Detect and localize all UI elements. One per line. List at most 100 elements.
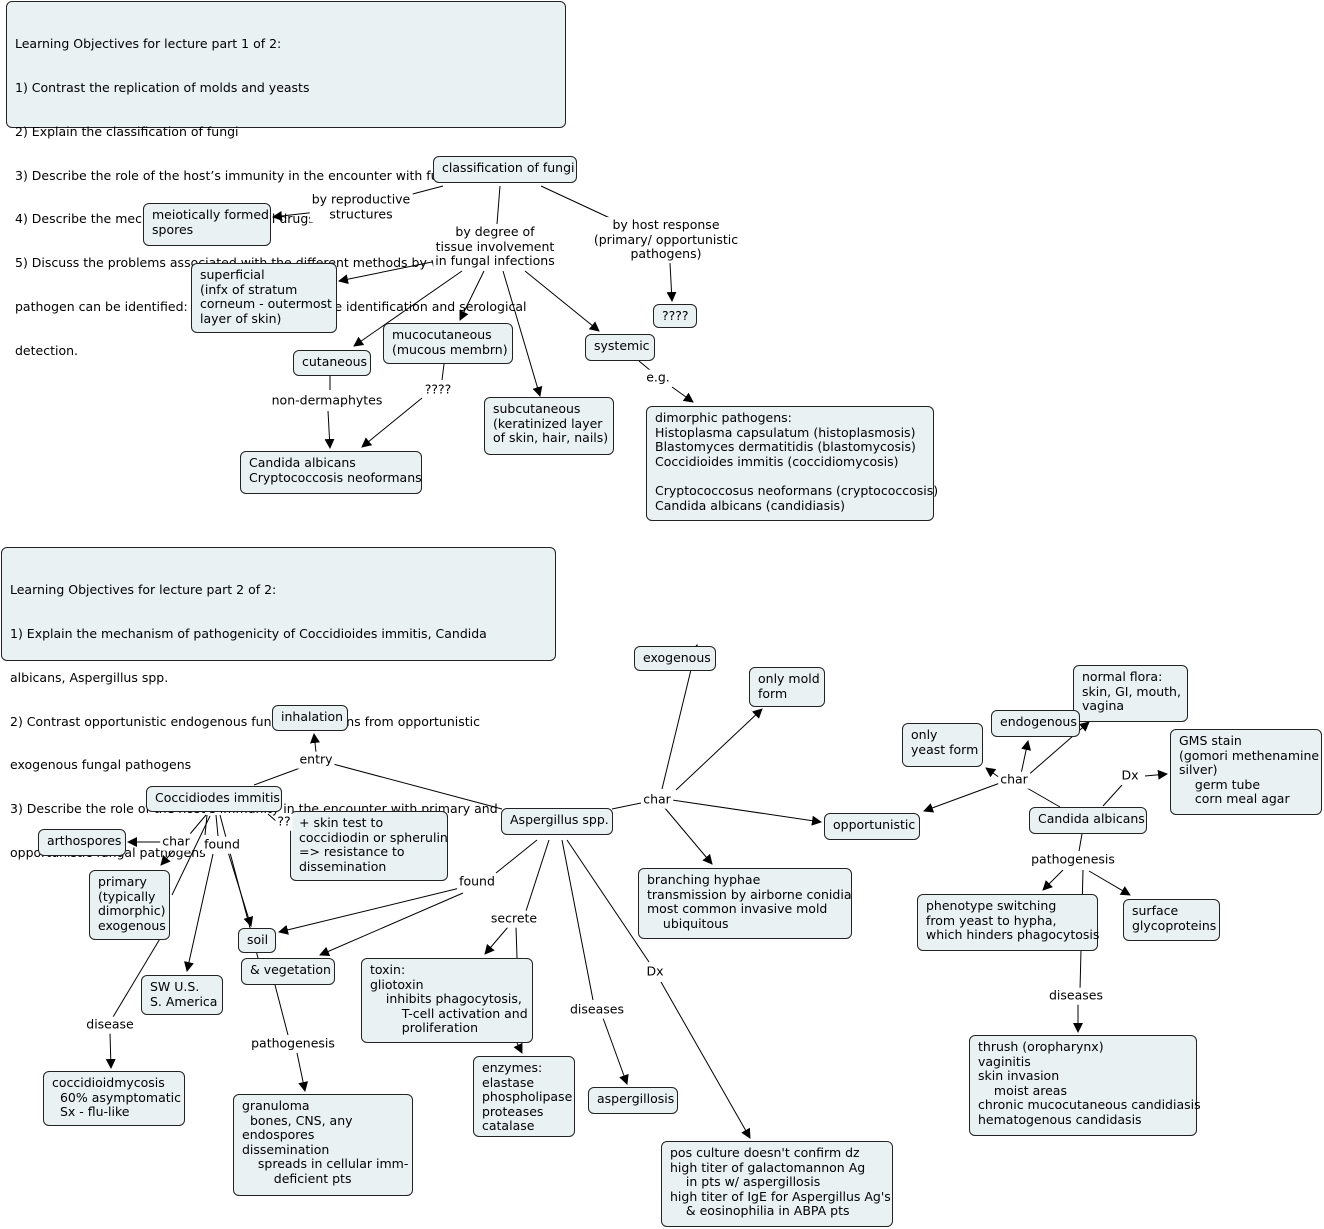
concept-skin-test[interactable]: + skin test to coccidiodin or spherulin … [290, 811, 448, 881]
link-arrow [310, 733, 320, 753]
concept-thrush-and-candidiasis[interactable]: thrush (oropharynx) vaginitis skin invas… [969, 1035, 1201, 1136]
link-line [561, 839, 594, 1001]
link-arrow [296, 1052, 309, 1092]
link-arrow [675, 708, 763, 791]
concept-meiotically-formed-spores[interactable]: meiotically formed spores [143, 203, 271, 246]
link-arrow [524, 270, 600, 332]
link-label-by-reproductive-structures[interactable]: by reproductive structures [309, 191, 413, 223]
concept-aspergillosis[interactable]: aspergillosis [588, 1087, 678, 1114]
concept-phenotype-switching[interactable]: phenotype switching from yeast to hypha,… [917, 894, 1099, 951]
link-line [1078, 833, 1083, 852]
link-label-found-coccidiodes[interactable]: found [202, 836, 242, 854]
objectives-1-line: 5) Discuss the problems associated with … [15, 255, 522, 271]
link-label-char-candida[interactable]: char [998, 771, 1030, 789]
concept-dimorphic-pathogens[interactable]: dimorphic pathogens: Histoplasma capsula… [646, 406, 938, 521]
link-label-eg[interactable]: e.g. [644, 369, 672, 387]
concept-exogenous[interactable]: exogenous [634, 646, 716, 671]
concept-normal-flora[interactable]: normal flora: skin, GI, mouth, vagina [1073, 665, 1188, 722]
objectives-1-title: Learning Objectives for lecture part 1 o… [15, 36, 282, 52]
concept-opportunistic[interactable]: opportunistic [824, 813, 920, 840]
link-label-by-degree-of-tissue-involvement[interactable]: by degree of tissue involvement in funga… [433, 224, 557, 270]
concept-endogenous[interactable]: endogenous [991, 710, 1080, 737]
link-line [171, 815, 211, 896]
link-label-diseases-aspergillus[interactable]: diseases [568, 1001, 626, 1019]
objectives-2-line: albicans, Aspergillus spp. [10, 669, 169, 685]
link-label-by-host-response[interactable]: by host response (primary/ opportunistic… [591, 217, 741, 263]
link-label-entry[interactable]: entry [297, 751, 335, 769]
link-label-non-dermaphytes[interactable]: non-dermaphytes [269, 392, 385, 410]
objectives-2-line: exogenous fungal pathogens [10, 757, 192, 773]
concept-candida-albicans[interactable]: Candida albicans [1029, 807, 1147, 834]
link-label-pathogenesis-candida[interactable]: pathogenesis [1029, 851, 1117, 869]
link-label-disease[interactable]: disease [84, 1016, 136, 1034]
link-label-secrete[interactable]: secrete [488, 910, 540, 928]
link-arrow [1144, 769, 1168, 780]
link-arrow [1088, 870, 1131, 896]
concept-enzymes[interactable]: enzymes: elastase phospholipase protease… [473, 1056, 575, 1137]
link-label-unknown-coccidiodes[interactable]: ?? [275, 813, 293, 831]
concept-gms-stain[interactable]: GMS stain (gomori methenamine silver) ge… [1170, 729, 1322, 815]
concept-aspergillus-spp[interactable]: Aspergillus spp. [501, 808, 613, 835]
link-arrow [923, 782, 1001, 813]
link-arrow [1020, 740, 1032, 775]
concept-systemic[interactable]: systemic [585, 334, 655, 361]
link-label-dx-candida[interactable]: Dx [1119, 767, 1141, 785]
objectives-1-line: 2) Explain the classification of fungi [15, 123, 239, 139]
link-arrow [602, 1017, 629, 1085]
concept-branching-hyphae[interactable]: branching hyphae transmission by airborn… [638, 868, 852, 939]
concept-coccidiodes-immitis[interactable]: Coccidiodes immitis [146, 786, 282, 812]
link-line [496, 185, 501, 225]
link-line [638, 360, 652, 372]
link-line [332, 763, 503, 810]
concept-arthospores[interactable]: arthospores [38, 829, 126, 856]
link-label-diseases-candida[interactable]: diseases [1047, 987, 1105, 1005]
concept-inhalation[interactable]: inhalation [272, 705, 348, 731]
link-arrow [671, 386, 694, 403]
concept-pos-culture-dx[interactable]: pos culture doesn't confirm dz high tite… [661, 1141, 893, 1227]
link-line [215, 814, 219, 837]
concept-cutaneous[interactable]: cutaneous [293, 350, 371, 376]
objectives-2-line: 2) Contrast opportunistic endogenous fun… [10, 713, 480, 729]
link-arrow [484, 926, 509, 955]
link-arrow [324, 410, 335, 449]
link-arrow [319, 892, 464, 957]
concept-soil[interactable]: soil [238, 928, 276, 953]
link-label-dx-aspergillus[interactable]: Dx [644, 963, 666, 981]
link-label-char-coccidiodes[interactable]: char [160, 833, 192, 851]
link-arrow [660, 981, 751, 1139]
concept-toxin-gliotoxin[interactable]: toxin: gliotoxin inhibits phagocytosis, … [361, 958, 533, 1043]
link-arrow [278, 887, 461, 935]
link-label-unknown-mucocutaneous[interactable]: ???? [422, 381, 454, 399]
link-arrow [160, 849, 175, 866]
link-line [1102, 784, 1123, 807]
learning-objectives-part-2: Learning Objectives for lecture part 2 o… [1, 547, 556, 859]
concept-vegetation[interactable]: & vegetation [241, 958, 335, 985]
concept-coccidioidmycosis[interactable]: coccidioidmycosis 60% asymptomatic Sx - … [43, 1071, 185, 1126]
objectives-1-line: detection. [15, 342, 79, 358]
concept-mucocutaneous[interactable]: mucocutaneous (mucous membrn) [383, 323, 513, 364]
concept-surface-glycoproteins[interactable]: surface glycoproteins [1123, 899, 1220, 941]
concept-classification-of-fungi[interactable]: classification of fungi [433, 156, 577, 183]
concept-candida-cryptococcosis[interactable]: Candida albicans Cryptococcosis neoforma… [240, 451, 422, 494]
link-line [611, 802, 642, 810]
link-label-char-aspergillus[interactable]: char [641, 791, 673, 809]
concept-granuloma[interactable]: granuloma bones, CNS, any endospores dis… [233, 1094, 413, 1196]
link-arrow [666, 262, 677, 302]
link-line [566, 839, 650, 963]
link-arrow [272, 211, 318, 221]
concept-primary-exogenous[interactable]: primary (typically dimorphic) exogenous [89, 870, 170, 940]
link-arrow [663, 806, 713, 865]
link-arrow [338, 261, 433, 285]
link-label-pathogenesis-coccidiodes[interactable]: pathogenesis [249, 1035, 337, 1053]
concept-only-yeast-form[interactable]: only yeast form [902, 723, 983, 767]
link-arrow [353, 270, 463, 347]
link-line [515, 926, 518, 959]
concept-superficial[interactable]: superficial (infx of stratum corneum - o… [191, 263, 337, 333]
objectives-1-line: 3) Describe the role of the host’s immun… [15, 167, 536, 183]
link-line [495, 839, 538, 874]
concept-only-mold-form[interactable]: only mold form [749, 667, 825, 707]
concept-unknown-host-response[interactable]: ???? [653, 304, 697, 328]
concept-sw-us-s-america[interactable]: SW U.S. S. America [141, 975, 223, 1015]
link-label-found-aspergillus[interactable]: found [457, 873, 497, 891]
concept-subcutaneous[interactable]: subcutaneous (keratinized layer of skin,… [484, 397, 614, 455]
